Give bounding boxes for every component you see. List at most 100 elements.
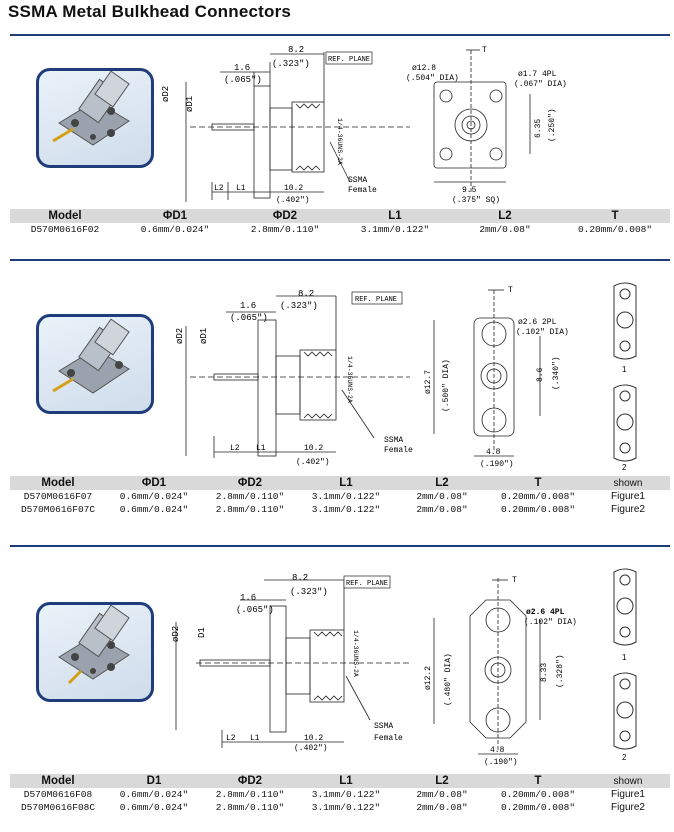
table-cell: 0.6mm/0.024": [119, 789, 189, 800]
col-header: Model: [10, 476, 106, 490]
pin-dia-in: (.067" DIA): [514, 80, 567, 89]
figure-2-label: 2: [622, 753, 627, 762]
dim-10-2-in: (.402"): [276, 196, 310, 205]
pin-dia: ø2.6 4PL: [526, 608, 565, 617]
label-d2: øD2: [171, 626, 181, 642]
col-header: L1: [298, 774, 394, 788]
dim-10-2: 10.2: [284, 184, 303, 193]
label-l2: L2: [230, 444, 240, 453]
table-cell: 3.1mm/0.122": [311, 504, 381, 515]
dim-8-2-in: (.323"): [280, 301, 318, 311]
col-header: D1: [106, 774, 202, 788]
table-cell: 0.6mm/0.024": [119, 504, 189, 515]
table-row: D570M0616F07C 0.6mm/0.024" 2.8mm/0.110" …: [10, 503, 670, 516]
col-header: ΦD1: [120, 209, 230, 223]
table-cell: 0.20mm/0.008": [500, 802, 576, 813]
label-d1: øD1: [185, 96, 195, 112]
ref-plane-label: REF. PLANE: [328, 56, 370, 64]
section-divider: [10, 259, 670, 261]
table-cell: 2mm/0.08": [416, 802, 468, 813]
label-l1: L1: [256, 444, 266, 453]
col-header: T: [490, 476, 586, 490]
table-cell: 0.20mm/0.008": [500, 504, 576, 515]
side-view-drawing: 8.2 (.323") 1.6 (.065") øD2 D1 REF. PLAN…: [171, 573, 410, 753]
dim-10-2-in: (.402"): [294, 744, 328, 753]
dim-8-2-in: (.323"): [290, 587, 328, 597]
thread-label: 1/4-36UNS-2A: [352, 630, 359, 677]
table-cell: 2.8mm/0.110": [215, 504, 285, 515]
table-cell: 0.20mm/0.008": [500, 789, 576, 800]
table-cell: D570M0616F08: [23, 789, 93, 800]
table-cell: 2mm/0.08": [416, 491, 468, 502]
ssma-label: SSMA: [384, 436, 403, 445]
front-view-drawing: T ø12.8 (.504" DIA) ø1.7 4PL (.067" DIA)…: [406, 46, 567, 205]
table-cell: Figure1: [611, 491, 645, 502]
dim-8-2: 8.2: [292, 573, 308, 583]
ref-plane-label: REF. PLANE: [355, 296, 397, 304]
dim-10-2: 10.2: [304, 734, 323, 743]
label-l1: L1: [236, 184, 246, 193]
label-t: T: [508, 286, 513, 295]
height-dim: 8.33: [540, 663, 549, 682]
table-cell: D570M0616F08C: [20, 802, 96, 813]
table-cell: Figure2: [611, 802, 645, 813]
dim-1-6: 1.6: [240, 301, 256, 311]
width-dim: 9.5: [462, 186, 477, 195]
col-header: Model: [10, 774, 106, 788]
connector-photo: [36, 314, 154, 414]
col-header: shown: [586, 774, 670, 788]
connector-photo: [36, 68, 154, 168]
dim-8-2: 8.2: [298, 289, 314, 299]
col-header: T: [490, 774, 586, 788]
col-header: L1: [298, 476, 394, 490]
front-view-drawing: T ø2.6 4PL (.102" DIA) ø12.2 (.480" DIA)…: [424, 576, 577, 767]
table-row: D570M0616F08C 0.6mm/0.024" 2.8mm/0.110" …: [10, 801, 670, 814]
height-dim-in: (.328"): [556, 654, 565, 688]
col-header: Model: [10, 209, 120, 223]
table-cell: 2.8mm/0.110": [215, 491, 285, 502]
table-cell: 2.8mm/0.110": [250, 224, 320, 235]
table-cell: 3.1mm/0.122": [311, 789, 381, 800]
page-title: SSMA Metal Bulkhead Connectors: [8, 2, 292, 21]
dim-1-6-in: (.065"): [224, 75, 262, 85]
col-header: ΦD2: [230, 209, 340, 223]
label-d1: øD1: [199, 328, 209, 344]
dim-8-2: 8.2: [288, 45, 304, 55]
col-header: L2: [394, 774, 490, 788]
ssma-label: SSMA: [348, 176, 367, 185]
width-dim: 4.8: [490, 746, 505, 755]
section-divider: [10, 34, 670, 36]
col-header: T: [560, 209, 670, 223]
width-dim: 4.8: [486, 448, 501, 457]
pin-dia-in: (.102" DIA): [516, 328, 569, 337]
spec-table: Model ΦD1 ΦD2 L1 L2 T D570M0616F02 0.6mm…: [10, 209, 670, 236]
dim-8-2-in: (.323"): [272, 59, 310, 69]
connector-photo: [36, 602, 154, 702]
table-cell: D570M0616F07C: [20, 504, 96, 515]
body-dia: ø12.2: [424, 666, 433, 690]
dim-1-6: 1.6: [240, 593, 256, 603]
table-cell: D570M0616F07: [23, 491, 93, 502]
label-l2: L2: [226, 734, 236, 743]
spec-table: Model D1 ΦD2 L1 L2 T shown D570M0616F08 …: [10, 774, 670, 814]
side-view-drawing: 8.2 (.323") 1.6 (.065") øD2 øD1 REF. PLA…: [175, 289, 413, 467]
col-header: shown: [586, 476, 670, 490]
label-t: T: [512, 576, 517, 585]
side-view-drawing: 8.2 (.323") 1.6 (.065") øD2 øD1 REF. PLA…: [161, 45, 410, 205]
ref-plane-label: REF. PLANE: [346, 580, 388, 588]
table-cell: 0.6mm/0.024": [119, 491, 189, 502]
ssma-label: SSMA: [374, 722, 393, 731]
table-cell: 3.1mm/0.122": [360, 224, 430, 235]
col-header: L1: [340, 209, 450, 223]
table-row: D570M0616F02 0.6mm/0.024" 2.8mm/0.110" 3…: [10, 223, 670, 236]
table-cell: 2.8mm/0.110": [215, 789, 285, 800]
female-label: Female: [374, 734, 403, 743]
figure-1-label: 1: [622, 653, 627, 662]
label-l2: L2: [214, 184, 224, 193]
table-cell: 0.6mm/0.024": [119, 802, 189, 813]
table-cell: 2mm/0.08": [416, 504, 468, 515]
table-cell: 2mm/0.08": [416, 789, 468, 800]
height-dim-in: (.250"): [548, 108, 557, 142]
figure-variants: 1 2: [613, 282, 637, 472]
body-dia-in: (.480" DIA): [444, 653, 453, 706]
